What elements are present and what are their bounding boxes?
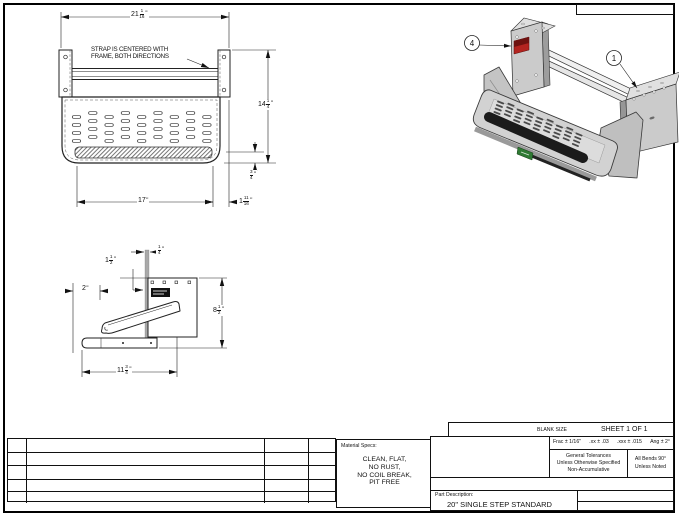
side-view-drawing: [65, 249, 227, 377]
bends-box: All Bends 90° Unless Noted: [627, 449, 674, 478]
material-line: PIT FREE: [369, 479, 400, 487]
blank-size-row: BLANK SIZE SHEET 1 OF 1: [448, 422, 674, 437]
callout-1-number: 1: [612, 54, 617, 63]
title-block-empty-strip: [430, 477, 674, 491]
sheet-number: SHEET 1 OF 1: [601, 426, 648, 433]
part-description-label: Part Description:: [435, 492, 474, 498]
revision-table: [7, 438, 337, 503]
front-view-drawing: [58, 12, 276, 207]
tolerance-xx: .xx ± .03: [589, 439, 609, 446]
iso-left-bracket: [510, 17, 556, 97]
material-specs-label: Material Specs:: [341, 443, 377, 449]
front-strap-note: STRAP IS CENTERED WITH FRAME, BOTH DIREC…: [91, 46, 169, 61]
side-step-arm: [101, 301, 181, 334]
isometric-view: 4 1: [464, 17, 679, 182]
front-tread-strip: [74, 146, 213, 159]
front-dim-step-width: 17 ": [137, 197, 150, 204]
tolerance-frac: Frac ± 1/16": [553, 439, 582, 446]
material-line: NO COIL BREAK,: [357, 471, 412, 479]
callout-4-number: 4: [470, 39, 475, 48]
blank-size-label: BLANK SIZE: [537, 427, 567, 433]
front-strap: [72, 68, 218, 80]
side-dim-arm-offset: 2 ": [81, 285, 90, 292]
side-tread-rail: [81, 337, 158, 349]
callout-balloon-4: [464, 35, 480, 51]
part-description-box: Part Description: 20" SINGLE STEP STANDA…: [430, 490, 578, 511]
iso-tread-slots: [493, 100, 583, 148]
front-step-body: [61, 96, 221, 164]
general-tolerances-box: General Tolerances Unless Otherwise Spec…: [549, 449, 628, 478]
material-line: NO RUST,: [368, 463, 401, 471]
tolerance-xxx: .xxx ± .015: [616, 439, 642, 446]
callout-balloon-1: [606, 50, 622, 66]
corner-cell: [576, 4, 674, 15]
front-mounting-brackets: [58, 49, 231, 98]
tolerance-row: Frac ± 1/16" .xx ± .03 .xxx ± .015 Ang ±…: [549, 436, 674, 450]
title-block-right-cell: [577, 501, 674, 511]
front-tread-slots: [71, 111, 212, 143]
material-line: CLEAN, FLAT,: [362, 456, 407, 463]
material-specs-box: Material Specs: CLEAN, FLAT, NO RUST, NO…: [336, 439, 431, 508]
sheet-border: [3, 3, 675, 513]
side-warning-label: [151, 288, 170, 297]
tolerance-ang: Ang ± 2°: [650, 439, 670, 446]
iso-grip-strip: [484, 112, 588, 163]
part-description-value: 20" SINGLE STEP STANDARD: [447, 500, 552, 509]
title-block-empty-cell: [430, 436, 550, 478]
